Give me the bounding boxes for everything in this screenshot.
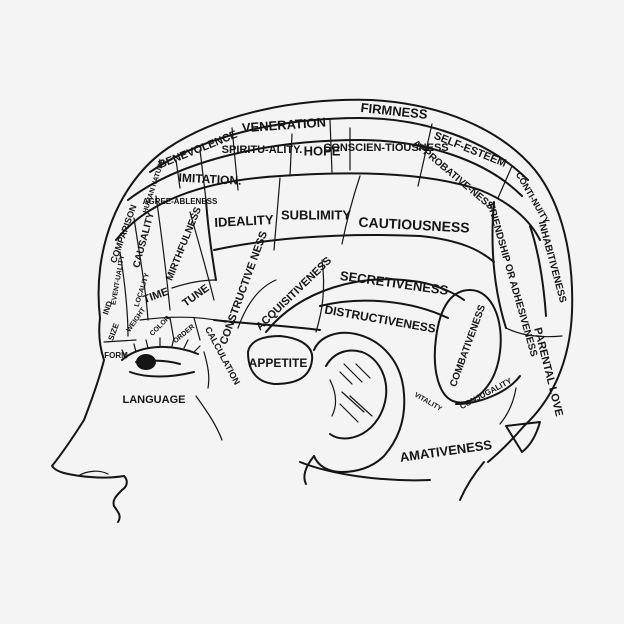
label-vitality: VITALITY <box>413 392 443 414</box>
label-continuity: CONTI-NUITY <box>514 170 552 225</box>
eye-drawing <box>121 337 210 389</box>
head-outline <box>51 98 574 523</box>
label-form: FORM <box>104 351 128 360</box>
label-order: ORDER <box>172 323 196 345</box>
label-tune: TUNE <box>180 282 211 309</box>
label-size: SIZE <box>106 321 121 341</box>
face-details <box>195 395 541 453</box>
label-appetite: APPETITE <box>249 356 308 370</box>
label-firmness: FIRMNESS <box>360 100 429 122</box>
ear-drawing <box>247 331 406 485</box>
label-mirthfulness: MIRTHFULNESS <box>164 205 204 282</box>
label-conscientiousness: CONSCIEN-TIOUSNESS <box>323 142 448 154</box>
label-agreeableness: AGREE-ABLENESS <box>143 197 218 206</box>
label-acquisitiveness: ACQUISITIVENESS <box>254 255 334 333</box>
label-individuality: IND <box>101 300 114 316</box>
label-hope: HOPE <box>304 143 341 158</box>
label-veneration: VENERATION <box>241 115 326 136</box>
label-combativeness: COMBATIVENESS <box>448 303 488 388</box>
label-amativeness: AMATIVENESS <box>399 437 493 465</box>
region-borders <box>103 117 563 425</box>
label-inhabitiveness: INHABITIVENESS <box>536 220 568 304</box>
label-causality: CAUSALITY <box>131 211 157 269</box>
label-imitation: IMITATION. <box>178 171 242 188</box>
label-sublimity: SUBLIMITY <box>281 207 351 222</box>
label-spirituality: SPIRITU-ALITY. <box>222 144 303 156</box>
label-secretiveness: SECRETIVENESS <box>339 268 449 298</box>
label-language: LANGUAGE <box>123 394 186 406</box>
label-conjugality: CONJUGALITY <box>458 376 513 411</box>
label-cautiousness: CAUTIOUSNESS <box>358 214 470 236</box>
label-ideality: IDEALITY <box>214 212 274 230</box>
